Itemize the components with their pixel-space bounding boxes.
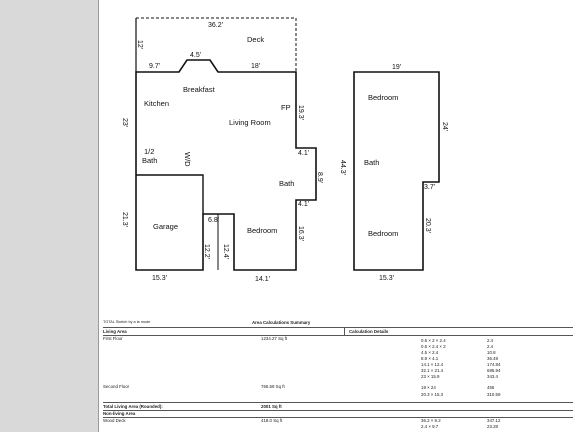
sketch-page: Deck Kitchen Breakfast Living Room FP 1/… bbox=[98, 0, 576, 432]
total-living-area: 2001 Sq ft bbox=[261, 404, 282, 409]
divider bbox=[103, 327, 573, 328]
calc-expr: 32.1 × 21.4 bbox=[421, 368, 444, 373]
calc-value: 343.4 bbox=[487, 374, 498, 379]
room-living-room: Living Room bbox=[229, 118, 271, 127]
calc-expr: 19 × 24 bbox=[421, 385, 436, 390]
dim-bay: 4.5' bbox=[190, 52, 201, 59]
room-bedroom: Bedroom bbox=[247, 226, 277, 235]
first-floor-outline bbox=[135, 59, 317, 271]
fireplace-label: FP bbox=[281, 103, 291, 112]
divider bbox=[103, 335, 573, 336]
room-second-bath: Bath bbox=[364, 158, 379, 167]
room-garage: Garage bbox=[153, 222, 178, 231]
dim-bedroom-bottom: 14.1' bbox=[255, 276, 270, 283]
room-bath: Bath bbox=[279, 179, 294, 188]
dim-second-step: 3.7' bbox=[424, 184, 435, 191]
room-second-bedroom-bottom: Bedroom bbox=[368, 229, 398, 238]
dim-bedroom-right: 16.3' bbox=[297, 226, 304, 241]
garage-walls bbox=[136, 174, 204, 214]
second-floor-label: Second Floor bbox=[103, 384, 130, 389]
dim-notch-width: 6.8' bbox=[208, 217, 219, 224]
dim-left-top: 9.7' bbox=[149, 63, 160, 70]
wood-deck-label: Wood Deck bbox=[103, 418, 126, 423]
second-floor-area: 766.59 Sq ft bbox=[261, 384, 285, 389]
calc-value: 174.84 bbox=[487, 362, 501, 367]
divider bbox=[103, 417, 573, 418]
calc-value: 686.94 bbox=[487, 368, 501, 373]
first-floor-label: First Floor bbox=[103, 336, 123, 341]
calc-value: 23.28 bbox=[487, 424, 498, 429]
floor-plan-sketch: Deck Kitchen Breakfast Living Room FP 1/… bbox=[121, 17, 448, 283]
dim-second-bottom: 15.3' bbox=[379, 275, 394, 282]
wood-deck-area: 418.0 Sq ft bbox=[261, 418, 283, 423]
dim-second-left: 44.3' bbox=[339, 160, 346, 175]
dim-right-top: 18' bbox=[251, 63, 260, 70]
room-breakfast: Breakfast bbox=[183, 85, 216, 94]
dim-deck-width: 36.2' bbox=[208, 22, 223, 29]
calc-value: 347.12 bbox=[487, 418, 501, 423]
calc-expr: 4.5 × 2.4 bbox=[421, 350, 439, 355]
calc-expr: 20.3 × 15.3 bbox=[421, 392, 444, 397]
dim-second-right-lower: 20.3' bbox=[424, 218, 431, 233]
deck-outline bbox=[136, 17, 297, 72]
calculation-details-header: Calculation Details bbox=[349, 329, 389, 334]
dim-garage-side: 21.3' bbox=[121, 212, 128, 227]
calc-expr: 8.9 × 4.1 bbox=[421, 356, 439, 361]
first-floor-area: 1234.27 Sq ft bbox=[261, 336, 288, 341]
second-floor-outline bbox=[353, 71, 440, 271]
calc-value: 36.49 bbox=[487, 356, 498, 361]
area-calculations-summary: TOTAL Sketch by a la mode Area Calculati… bbox=[99, 315, 576, 432]
summary-title: Area Calculations Summary bbox=[252, 320, 311, 325]
room-half-bath-1: 1/2 bbox=[144, 147, 154, 156]
column-divider bbox=[344, 328, 345, 335]
room-washer-dryer: W/D bbox=[183, 152, 192, 167]
room-deck: Deck bbox=[247, 35, 264, 44]
dim-second-right-upper: 24' bbox=[441, 122, 448, 131]
divider bbox=[103, 410, 573, 411]
calc-expr: 23 × 15.9 bbox=[421, 374, 440, 379]
dim-notch-left: 12.2' bbox=[203, 244, 210, 259]
room-half-bath-2: Bath bbox=[142, 156, 157, 165]
calc-expr: 0.5 × 2 × 2.4 bbox=[421, 338, 446, 343]
dim-notch-right: 12.4' bbox=[222, 244, 229, 259]
dim-left-side: 23' bbox=[121, 118, 128, 127]
total-living-label: Total Living Area (Rounded): bbox=[103, 404, 163, 409]
living-area-header: Living Area bbox=[103, 329, 127, 334]
room-second-bedroom-top: Bedroom bbox=[368, 93, 398, 102]
dim-jog-top: 4.1' bbox=[298, 150, 309, 157]
dim-garage-bottom: 15.3' bbox=[152, 275, 167, 282]
sketch-note: TOTAL Sketch by a la mode bbox=[103, 320, 151, 324]
calc-value: 456 bbox=[487, 385, 495, 390]
divider bbox=[103, 402, 573, 403]
calc-expr: 14.1 × 12.4 bbox=[421, 362, 444, 367]
non-living-header: Non-living Area bbox=[103, 411, 136, 416]
dim-jog-bottom: 4.1' bbox=[298, 201, 309, 208]
calc-value: 2.4 bbox=[487, 338, 494, 343]
dim-living-right: 19.3' bbox=[297, 105, 304, 120]
dim-deck-depth: 12' bbox=[136, 40, 143, 49]
calc-value: 310.59 bbox=[487, 392, 501, 397]
room-kitchen: Kitchen bbox=[144, 99, 169, 108]
calc-value: 10.8 bbox=[487, 350, 496, 355]
calc-expr: 2.4 × 9.7 bbox=[421, 424, 439, 429]
dim-bath-width: 8.9' bbox=[316, 172, 323, 183]
calc-value: 2.4 bbox=[487, 344, 494, 349]
calc-expr: 36.2 × 9.2 bbox=[421, 418, 441, 423]
dim-second-top: 19' bbox=[392, 64, 401, 71]
calc-expr: 0.5 × 2.4 × 2 bbox=[421, 344, 446, 349]
